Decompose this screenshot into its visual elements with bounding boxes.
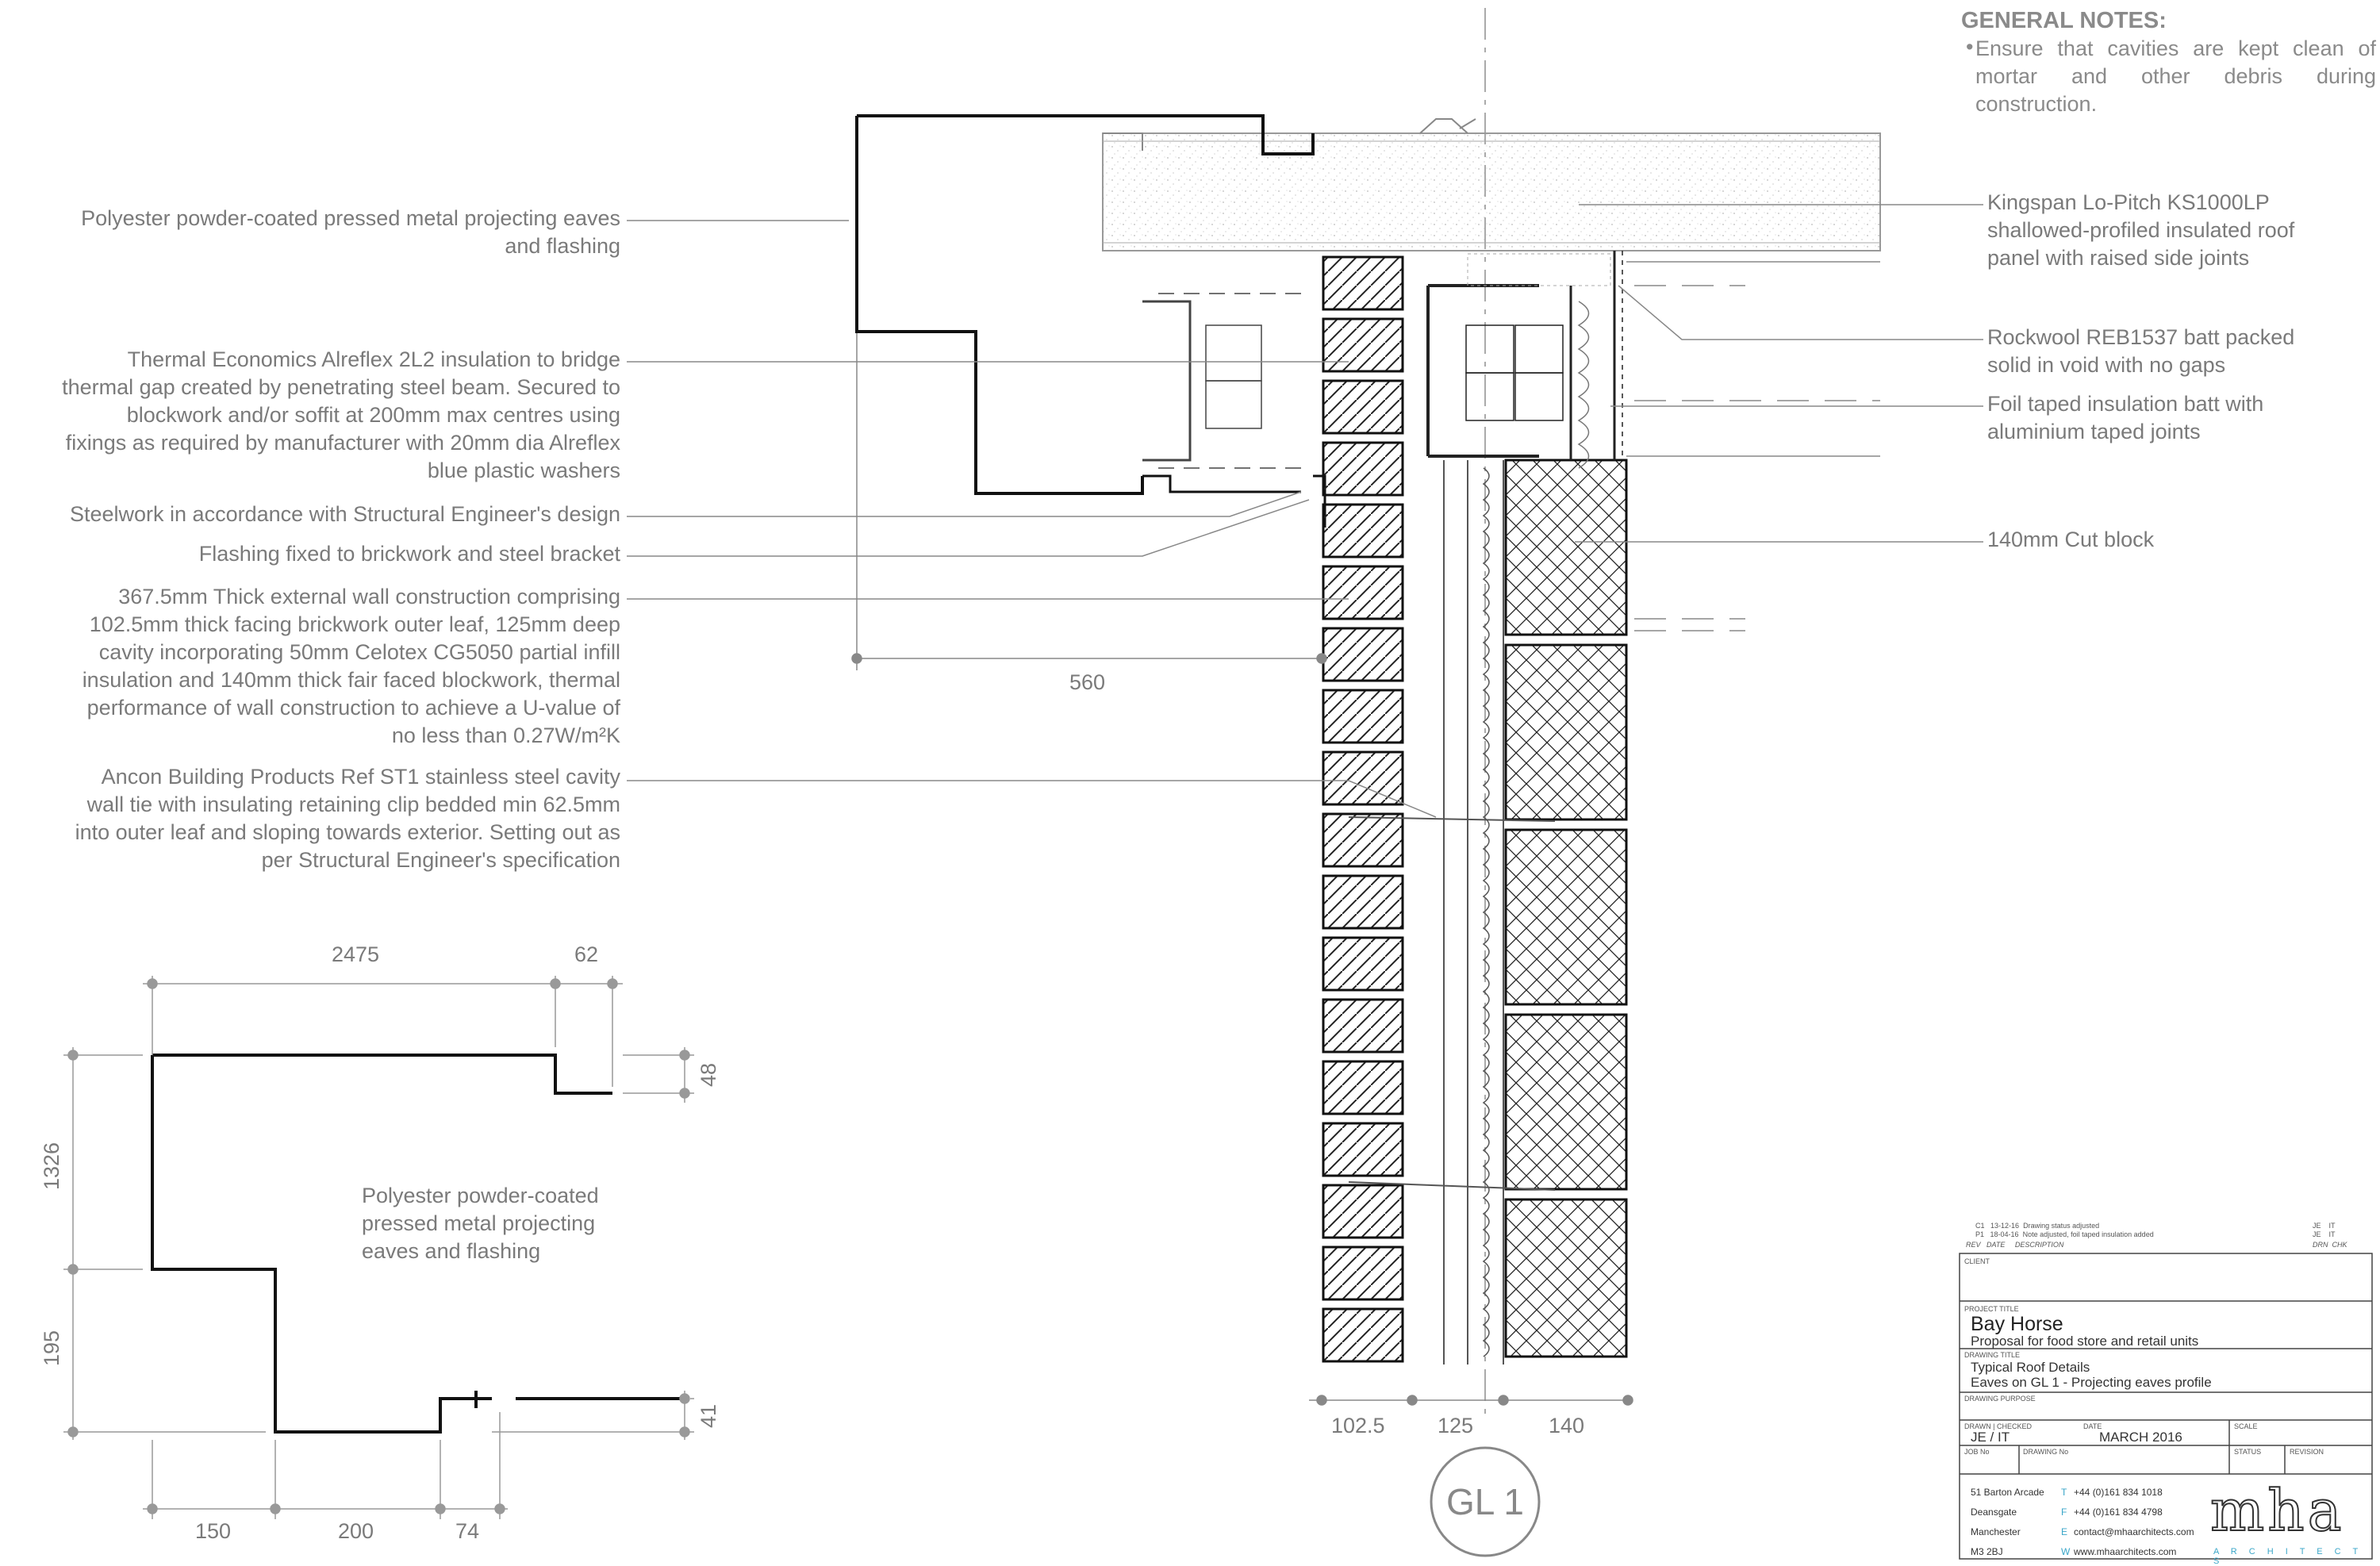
- cavity-insulation: [1443, 460, 1504, 1364]
- note-external-wall: 367.5mm Thick external wall construction…: [82, 585, 620, 747]
- project-title-label: PROJECT TITLE: [1964, 1305, 2019, 1313]
- note-eaves: Polyester powder-coated pressed metal pr…: [81, 206, 620, 258]
- dim-label-150: 150: [195, 1519, 232, 1543]
- steel-bracket-left: [1142, 293, 1301, 469]
- block: [1504, 1013, 1628, 1191]
- note-cut-block: 140mm Cut block: [1987, 528, 2155, 551]
- note-wall-tie: Ancon Building Products Ref ST1 stainles…: [75, 765, 620, 872]
- brick: [1322, 1184, 1404, 1239]
- dim-label-1326: 1326: [40, 1142, 63, 1190]
- dim-label-560: 560: [1069, 670, 1106, 694]
- date-label: DATE: [2083, 1422, 2102, 1430]
- rev-row-1: C1 13-12-16 Drawing status adjusted: [1975, 1222, 2100, 1230]
- eaves-flashing: [1142, 474, 1301, 493]
- mha-logo: mha: [2209, 1477, 2345, 1544]
- leader-lines-left: [627, 220, 1437, 818]
- brick: [1322, 1122, 1404, 1177]
- revision-label: REVISION: [2290, 1448, 2324, 1456]
- dim-label-41: 41: [697, 1403, 720, 1428]
- brick: [1322, 812, 1404, 868]
- brick: [1322, 874, 1404, 930]
- job-no-label: JOB No: [1964, 1448, 1990, 1456]
- block-leaf: [1504, 459, 1628, 1358]
- dim-label-block: 140: [1549, 1414, 1585, 1437]
- brick: [1322, 998, 1404, 1054]
- leader-lines-right: [1575, 204, 1983, 543]
- general-notes-title: GENERAL NOTES:: [1961, 8, 2167, 33]
- brick: [1322, 750, 1404, 806]
- rev-headers: REV DATE DESCRIPTION: [1966, 1241, 2064, 1249]
- dim-label-48: 48: [697, 1062, 720, 1087]
- drawing-purpose-label: DRAWING PURPOSE: [1964, 1395, 2036, 1403]
- drawing-title-label: DRAWING TITLE: [1964, 1351, 2021, 1359]
- dim-label-2475: 2475: [332, 942, 380, 966]
- brick: [1322, 936, 1404, 992]
- profile-dims: [63, 976, 694, 1519]
- general-notes-item: Ensure that cavities are kept clean of m…: [1975, 36, 2376, 116]
- brick-leaf: [1322, 255, 1404, 1363]
- title-block-frame: [1959, 1253, 2373, 1560]
- brick: [1322, 441, 1404, 497]
- grid-bubble: [1430, 1446, 1541, 1557]
- brick: [1322, 1246, 1404, 1301]
- drawing-title-2: Eaves on GL 1 - Projecting eaves profile: [1971, 1375, 2212, 1390]
- brick: [1322, 627, 1404, 682]
- note-flashing: Flashing fixed to brickwork and steel br…: [198, 542, 620, 566]
- brick: [1322, 565, 1404, 620]
- client-label: CLIENT: [1964, 1257, 1990, 1265]
- block: [1504, 828, 1628, 1006]
- brick: [1322, 317, 1404, 373]
- date-value: MARCH 2016: [2099, 1430, 2182, 1445]
- block: [1504, 459, 1628, 636]
- scale-label: SCALE: [2234, 1422, 2258, 1430]
- profile-outline: [151, 1054, 682, 1434]
- dim-wall: [1309, 1395, 1633, 1406]
- dim-label-195: 195: [40, 1330, 63, 1366]
- eaves-section-outline: [855, 114, 1315, 495]
- mha-logo-sub: A R C H I T E C T S: [2213, 1547, 2363, 1566]
- dim-label-200: 200: [338, 1519, 374, 1543]
- block: [1504, 643, 1628, 821]
- dim-label-cavity: 125: [1438, 1414, 1474, 1437]
- rev-row-2: P1 18-04-16 Note adjusted, foil taped in…: [1975, 1230, 2154, 1238]
- note-steelwork: Steelwork in accordance with Structural …: [69, 502, 620, 526]
- drawn-checked-label: DRAWN | CHECKED: [1964, 1422, 2033, 1430]
- brick: [1322, 379, 1404, 435]
- steel-beam-right: [1426, 251, 1623, 460]
- note-alreflex: Thermal Economics Alreflex 2L2 insulatio…: [62, 347, 620, 482]
- brick: [1322, 689, 1404, 744]
- dim-label-74: 74: [455, 1519, 480, 1543]
- drawing-title-1: Typical Roof Details: [1971, 1360, 2090, 1375]
- drawing-no-label: DRAWING No: [2023, 1448, 2069, 1456]
- status-label: STATUS: [2234, 1448, 2262, 1456]
- brick: [1322, 503, 1404, 558]
- block: [1504, 1198, 1628, 1358]
- dim-label-brick: 102.5: [1331, 1414, 1385, 1437]
- drawn-checked: JE / IT: [1971, 1430, 2010, 1445]
- rockwool-batt: [1577, 301, 1590, 469]
- brick: [1322, 255, 1404, 311]
- general-notes-bullet: •: [1966, 35, 1974, 59]
- project-subtitle: Proposal for food store and retail units: [1971, 1334, 2199, 1349]
- brick: [1322, 1060, 1404, 1115]
- dim-560: [851, 333, 1327, 670]
- wall-ties: [1348, 816, 1556, 1191]
- grid-label: GL 1: [1445, 1481, 1525, 1522]
- roof-panel: [1102, 118, 1881, 251]
- project-title: Bay Horse: [1971, 1313, 2063, 1335]
- dim-label-62: 62: [574, 942, 599, 966]
- brick: [1322, 1307, 1404, 1363]
